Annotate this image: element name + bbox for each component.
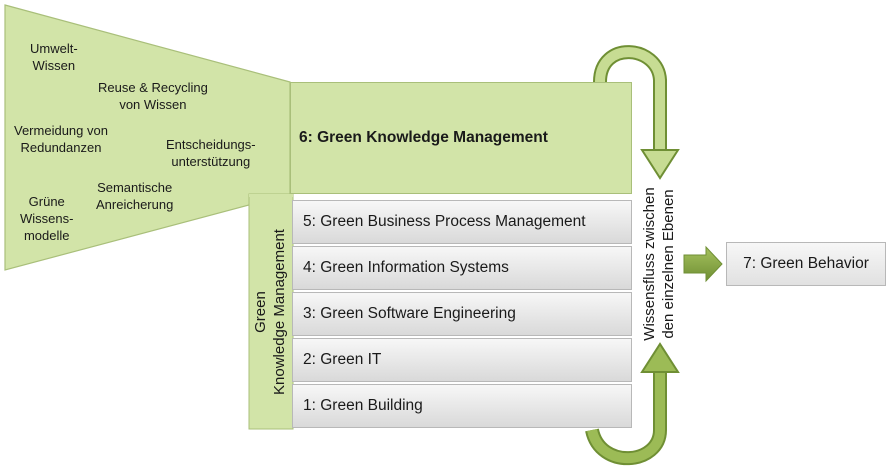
term-green-knowledge-models: Grüne Wissens- modelle [20,194,74,243]
term-reuse-recycling: Reuse & Recycling von Wissen [98,80,208,112]
term-avoid-redundancy: Vermeidung von Redundanzen [14,123,108,155]
top-curved-arrow [593,45,680,180]
term-semantic-enrichment: Semantische Anreicherung [96,180,174,212]
knowledge-flow-label: Wissensfluss zwischen den einzelnen Eben… [641,187,677,341]
layer-6-green-knowledge-management: 6: Green Knowledge Management [290,82,632,194]
bottom-curved-arrow [585,342,680,466]
right-arrow [683,245,723,283]
layer-1-green-building: 1: Green Building [292,384,632,428]
layer-5-green-bpm: 5: Green Business Process Management [292,200,632,244]
side-label-green-knowledge-management: Green Knowledge Management [252,229,288,395]
term-environmental-knowledge: Umwelt- Wissen [30,41,78,73]
green-behavior-box: 7: Green Behavior [726,242,886,286]
layer-3-green-software-engineering: 3: Green Software Engineering [292,292,632,336]
side-label-band [248,193,294,430]
layer-2-green-it: 2: Green IT [292,338,632,382]
term-decision-support: Entscheidungs- unterstützung [166,137,256,169]
layer-4-green-information-systems: 4: Green Information Systems [292,246,632,290]
